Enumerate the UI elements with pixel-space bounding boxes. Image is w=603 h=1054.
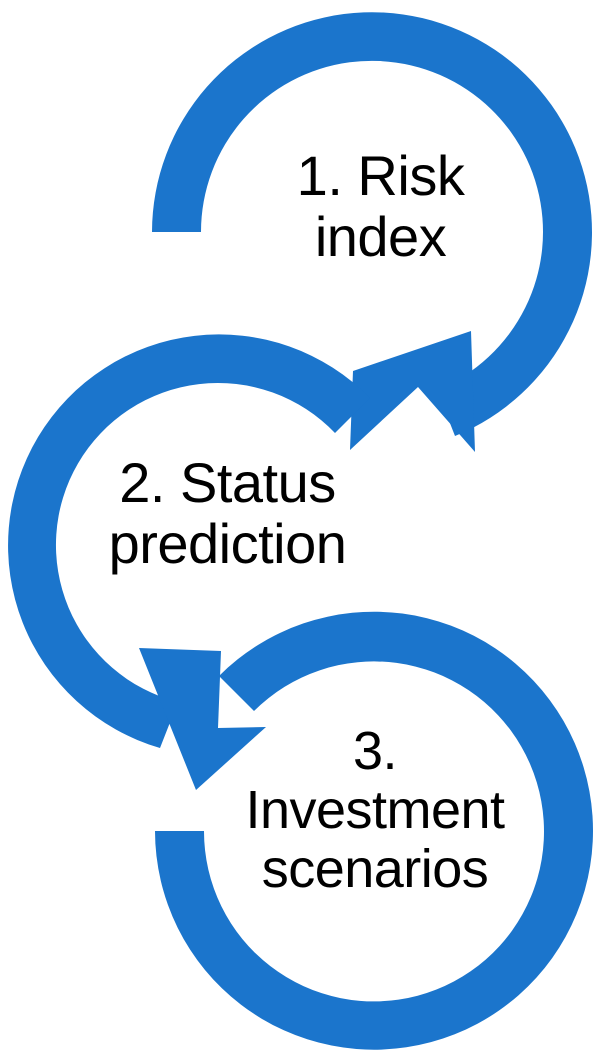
step-1-ring [152, 12, 592, 452]
step-1-arrowhead-icon [350, 331, 475, 452]
step-3-ring [155, 611, 593, 1050]
step-2-ring-arc [8, 334, 370, 748]
step-2-ring [8, 334, 370, 790]
step-2-arrowhead-icon [139, 648, 266, 790]
step-3-ring-arc [155, 611, 593, 1050]
